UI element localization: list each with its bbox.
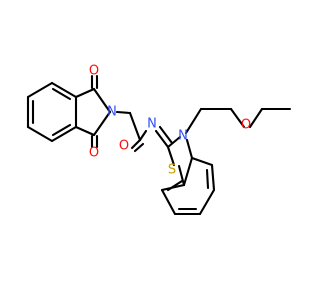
atom-labels: O O N O N O N S	[89, 64, 251, 178]
bond	[50, 81, 78, 99]
bond	[198, 188, 216, 216]
bond	[166, 179, 184, 192]
bond	[210, 163, 216, 192]
bond	[51, 87, 72, 101]
bond	[160, 188, 177, 216]
bond	[177, 164, 186, 187]
atom-label-o-top: O	[89, 64, 99, 79]
atom-label-n-imide: N	[107, 105, 117, 120]
atom-label-o-bottom: O	[89, 146, 99, 161]
atom-label-s-ring: S	[168, 163, 176, 178]
atom-label-o-ether: O	[241, 118, 251, 133]
molecule-structure: O O N O N O N S	[26, 64, 292, 216]
bond	[184, 107, 203, 135]
bond	[166, 135, 182, 149]
bond	[50, 125, 78, 143]
bond	[128, 111, 142, 142]
bond	[51, 123, 72, 137]
bond	[229, 107, 246, 129]
bond	[92, 110, 112, 137]
bond	[182, 156, 194, 187]
bond	[26, 81, 54, 99]
bond	[248, 107, 264, 129]
bond	[205, 168, 210, 190]
bond	[190, 156, 214, 167]
bonds	[26, 74, 292, 216]
bond	[130, 138, 142, 150]
atom-label-n-imine: N	[147, 117, 157, 132]
bond	[92, 87, 112, 114]
bond	[166, 145, 176, 167]
bond	[138, 129, 148, 142]
bond	[154, 129, 170, 149]
bond	[185, 138, 194, 160]
bond	[74, 87, 96, 99]
molecule-canvas: O O N O N O N S	[26, 63, 292, 216]
bond	[115, 110, 132, 115]
bond	[26, 125, 54, 143]
atom-label-o-amide: O	[119, 139, 129, 154]
bond	[158, 125, 174, 145]
bond	[74, 125, 96, 137]
atom-label-n-ring: N	[178, 129, 188, 144]
bond	[133, 142, 145, 153]
